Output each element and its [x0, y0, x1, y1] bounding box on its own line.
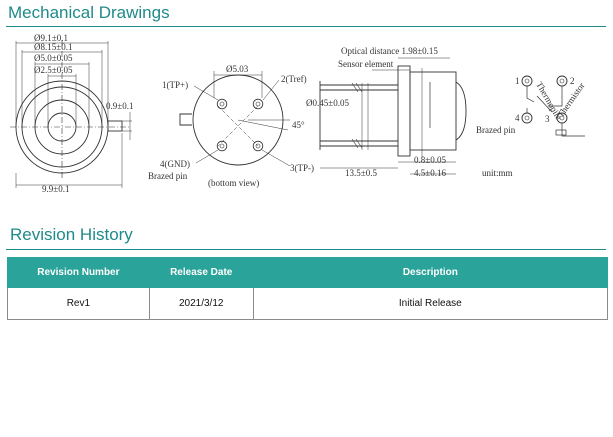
pin-diameter-label: Ø0.45±0.05	[306, 98, 349, 108]
cell-description: Initial Release	[252, 287, 609, 320]
front-d2-label: Ø8.15±0.1	[34, 42, 72, 52]
bottom-view: Ø5.03 1(TP+) 2(Tref) 45° 4(GND) Brazed p…	[148, 64, 314, 188]
front-d1-label: Ø9.1±0.1	[34, 33, 68, 43]
front-d3-label: Ø5.0±0.05	[34, 53, 73, 63]
schematic-p2: 2	[570, 76, 575, 86]
cell-revision-number: Rev1	[7, 287, 150, 320]
header-description: Description	[252, 257, 609, 288]
pin4-label: 4(GND)	[160, 159, 190, 169]
pin1-label: 1(TP+)	[162, 80, 188, 90]
front-tab-label: 0.9±0.1	[106, 101, 133, 111]
step-label: 0.8±0.05	[414, 155, 446, 165]
title-underline	[6, 249, 606, 250]
cell-release-date: 2021/3/12	[148, 287, 254, 320]
schematic-p1: 1	[515, 76, 520, 86]
pin2-label: 2(Tref)	[281, 74, 307, 84]
schematic-brazed-label: Brazed pin	[476, 125, 516, 135]
table-row: Rev1 2021/3/12 Initial Release	[7, 287, 609, 320]
front-d4-label: Ø2.5±0.05	[34, 65, 73, 75]
optical-distance-label: Optical distance 1.98±0.15	[341, 46, 438, 56]
revision-table: Revision Number Release Date Description…	[7, 257, 609, 320]
schematic-p4: 4	[515, 113, 520, 123]
pin3-label: 3(TP-)	[290, 163, 314, 173]
revision-table-header-row: Revision Number Release Date Description	[7, 257, 609, 288]
thermistor-label: Thermistor	[555, 81, 586, 120]
angle-label: 45°	[292, 120, 305, 130]
length-label: 13.5±0.5	[345, 168, 377, 178]
bottom-view-caption: (bottom view)	[208, 178, 259, 188]
sensor-element-label: Sensor element	[338, 59, 394, 69]
mechanical-drawings-title: Mechanical Drawings	[8, 3, 170, 22]
height-label: 4.5±0.16	[414, 168, 446, 178]
front-view: Ø9.1±0.1 Ø8.15±0.1 Ø5.0±0.05 Ø2.5±0.05 0…	[10, 33, 133, 194]
revision-history-title: Revision History	[10, 225, 133, 244]
front-width-label: 9.9±0.1	[42, 184, 69, 194]
mechanical-drawing: Ø9.1±0.1 Ø8.15±0.1 Ø5.0±0.05 Ø2.5±0.05 0…	[0, 28, 613, 200]
header-release-date: Release Date	[148, 257, 254, 288]
side-view: Optical distance 1.98±0.15 Sensor elemen…	[306, 46, 513, 178]
header-revision-number: Revision Number	[7, 257, 150, 288]
title-underline	[6, 26, 606, 27]
bottom-brazed-label: Brazed pin	[148, 171, 188, 181]
schematic-p3: 3	[545, 114, 550, 124]
pin-schematic: 1 2 4 3 Thermopile Thermistor Brazed pin	[476, 75, 587, 137]
unit-label: unit:mm	[482, 168, 513, 178]
bottom-pcd-label: Ø5.03	[226, 64, 249, 74]
